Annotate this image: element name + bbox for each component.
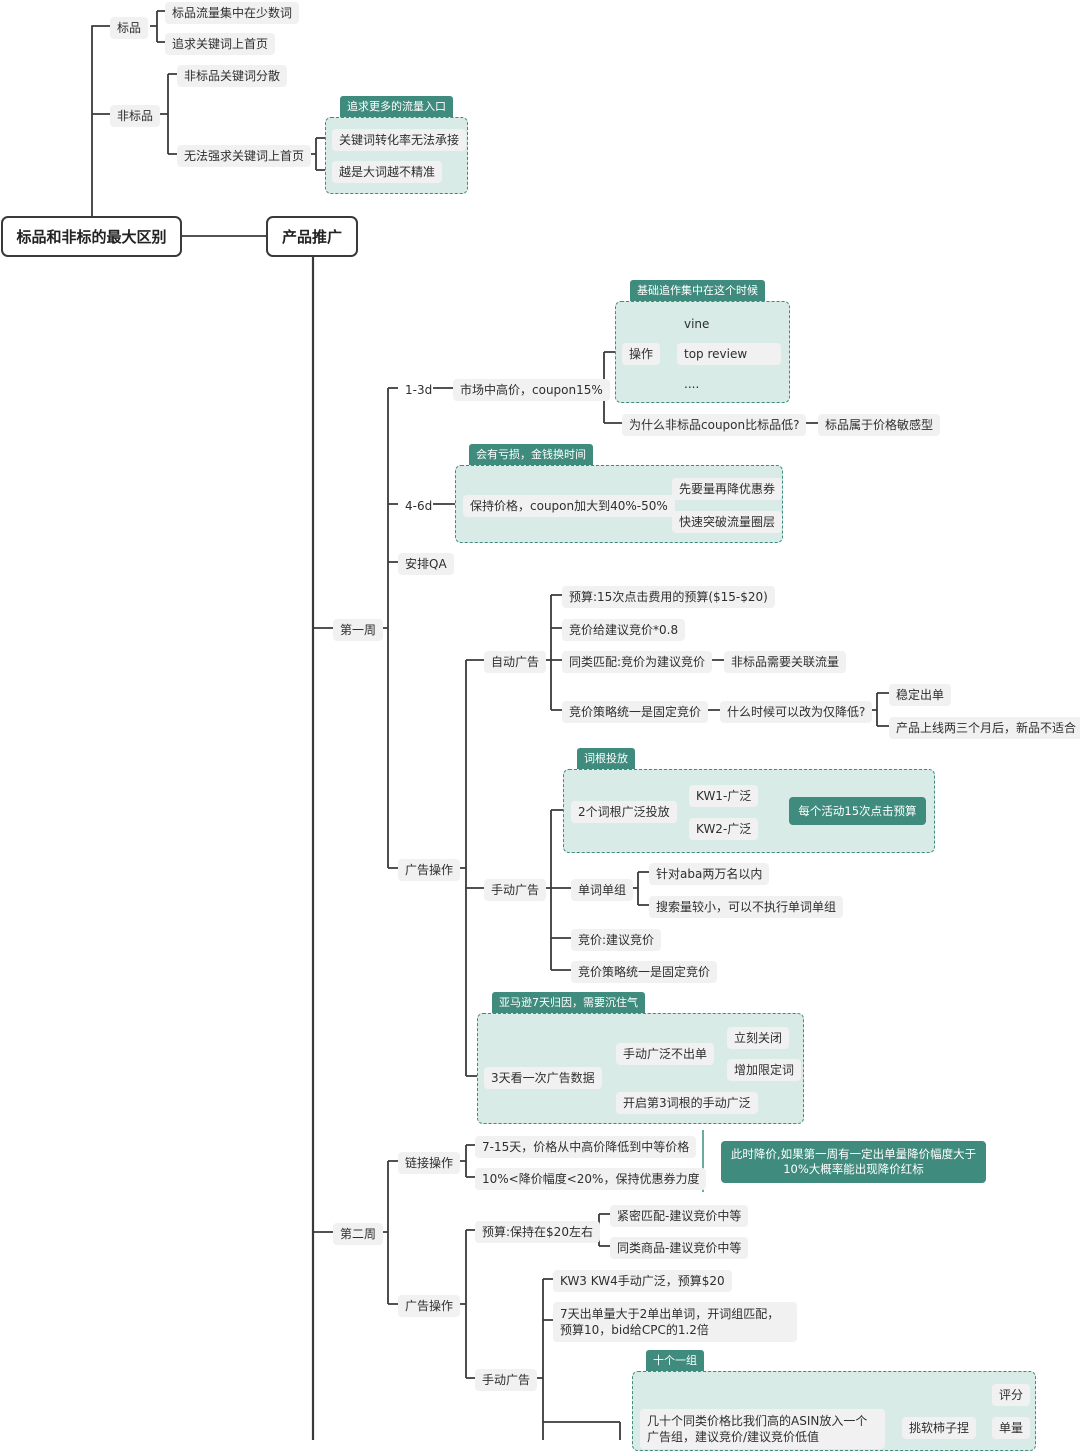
node-why-coupon[interactable]: 为什么非标品coupon比标品低?: [622, 414, 807, 436]
node-high-price-coupon15[interactable]: 市场中高价，coupon15%: [453, 379, 610, 401]
node-two-roots[interactable]: 2个词根广泛投放: [571, 801, 677, 823]
node-manual-bid[interactable]: 竞价:建议竞价: [571, 929, 662, 951]
node-price-sensitive[interactable]: 标品属于价格敏感型: [818, 414, 941, 436]
node-keyword-conversion[interactable]: 关键词转化率无法承接: [332, 129, 467, 151]
node-similar-match[interactable]: 同类匹配:竞价为建议竞价: [562, 651, 713, 673]
node-4-6d[interactable]: 4-6d: [405, 499, 433, 513]
node-top-review[interactable]: top review: [677, 343, 781, 365]
node-big-keyword[interactable]: 越是大词越不精准: [332, 161, 443, 183]
node-kw3-kw4[interactable]: KW3 KW4手动广泛，预算$20: [553, 1270, 732, 1292]
node-rating[interactable]: 评分: [992, 1384, 1031, 1406]
tag-root-targeting: 词根投放: [577, 748, 635, 769]
node-1-3d[interactable]: 1-3d: [405, 383, 433, 397]
note-price-drop-badge: 此时降价,如果第一周有一定出单量降价幅度大于10%大概率能出现降价红标: [721, 1141, 986, 1183]
node-price-drop-days[interactable]: 7-15天，价格从中高价降低到中等价格: [475, 1136, 697, 1158]
node-no-orders[interactable]: 手动广泛不出单: [616, 1043, 715, 1065]
node-link-operations[interactable]: 链接操作: [398, 1152, 461, 1174]
node-manual-ads-w1[interactable]: 手动广告: [484, 879, 547, 901]
node-volume-first[interactable]: 先要量再降优惠券: [672, 478, 783, 500]
node-week2[interactable]: 第二周: [333, 1223, 384, 1245]
tag-attribution: 亚马逊7天归因，需要沉住气: [492, 992, 645, 1013]
node-fixed-bid-auto[interactable]: 竞价策略统一是固定竞价: [562, 701, 709, 723]
node-kw1[interactable]: KW1-广泛: [689, 785, 759, 807]
node-single-keyword[interactable]: 单词单组: [571, 879, 634, 901]
node-third-root[interactable]: 开启第3词根的手动广泛: [616, 1092, 758, 1114]
node-close-now[interactable]: 立刻关闭: [727, 1027, 790, 1049]
node-three-day-check[interactable]: 3天看一次广告数据: [484, 1067, 602, 1089]
node-auto-budget[interactable]: 预算:15次点击费用的预算($15-$20): [562, 586, 775, 608]
root-node-promotion[interactable]: 产品推广: [266, 216, 358, 257]
node-sales-volume[interactable]: 单量: [992, 1417, 1031, 1439]
node-add-qualifier[interactable]: 增加限定词: [727, 1059, 802, 1081]
node-break-traffic[interactable]: 快速突破流量圈层: [672, 511, 783, 533]
node-close-match[interactable]: 紧密匹配-建议竞价中等: [610, 1205, 749, 1227]
node-biaopin[interactable]: 标品: [110, 17, 149, 39]
note-campaign-budget: 每个活动15次点击预算: [789, 797, 926, 825]
node-seven-day-phrase[interactable]: 7天出单量大于2单出单词，开词组匹配，预算10，bid给CPC的1.2倍: [553, 1302, 797, 1342]
node-biaopin-traffic[interactable]: 标品流量集中在少数词: [165, 2, 300, 24]
node-auto-ads[interactable]: 自动广告: [484, 651, 547, 673]
node-week1[interactable]: 第一周: [333, 619, 384, 641]
root-node-difference[interactable]: 标品和非标的最大区别: [1, 216, 182, 257]
node-operation[interactable]: 操作: [622, 343, 661, 365]
node-manual-ads-w2[interactable]: 手动广告: [475, 1369, 538, 1391]
node-aba-rank[interactable]: 针对aba两万名以内: [649, 863, 770, 885]
node-drop-range[interactable]: 10%<降价幅度<20%，保持优惠券力度: [475, 1168, 707, 1190]
node-feibiaopin-homepage[interactable]: 无法强求关键词上首页: [177, 145, 312, 167]
node-low-search[interactable]: 搜索量较小，可以不执行单词单组: [649, 896, 844, 918]
node-feibiaopin[interactable]: 非标品: [110, 105, 161, 127]
node-related-traffic[interactable]: 非标品需要关联流量: [724, 651, 847, 673]
node-similar-product[interactable]: 同类商品-建议竞价中等: [610, 1237, 749, 1259]
node-keep-price[interactable]: 保持价格，coupon加大到40%-50%: [463, 495, 675, 517]
node-kw2[interactable]: KW2-广泛: [689, 818, 759, 840]
node-biaopin-keyword[interactable]: 追求关键词上首页: [165, 33, 276, 55]
node-when-lower[interactable]: 什么时候可以改为仅降低?: [720, 701, 873, 723]
node-ad-operations-w1[interactable]: 广告操作: [398, 859, 461, 881]
node-stable-orders[interactable]: 稳定出单: [889, 684, 952, 706]
node-vine[interactable]: vine: [684, 317, 710, 331]
node-auto-bid[interactable]: 竞价给建议竞价*0.8: [562, 619, 686, 641]
node-ad-operations-w2[interactable]: 广告操作: [398, 1295, 461, 1317]
node-asin-group[interactable]: 几十个同类价格比我们高的ASIN放入一个广告组，建议竞价/建议竞价低值: [640, 1409, 885, 1449]
node-arrange-qa[interactable]: 安排QA: [398, 553, 454, 575]
node-ellipsis[interactable]: ....: [684, 377, 700, 391]
tag-traffic-entry: 追求更多的流量入口: [340, 96, 453, 117]
node-after-months[interactable]: 产品上线两三个月后，新品不适合: [889, 717, 1080, 739]
node-pick-soft[interactable]: 挑软柿子捏: [902, 1417, 977, 1439]
tag-loss-time: 会有亏损，金钱换时间: [469, 444, 593, 465]
node-fixed-bid-manual[interactable]: 竞价策略统一是固定竞价: [571, 961, 718, 983]
tag-basic-ops: 基础追作集中在这个时候: [630, 280, 765, 301]
node-feibiaopin-keyword[interactable]: 非标品关键词分散: [177, 65, 288, 87]
tag-ten-per-group: 十个一组: [646, 1350, 704, 1371]
node-budget-20[interactable]: 预算:保持在$20左右: [475, 1221, 600, 1243]
